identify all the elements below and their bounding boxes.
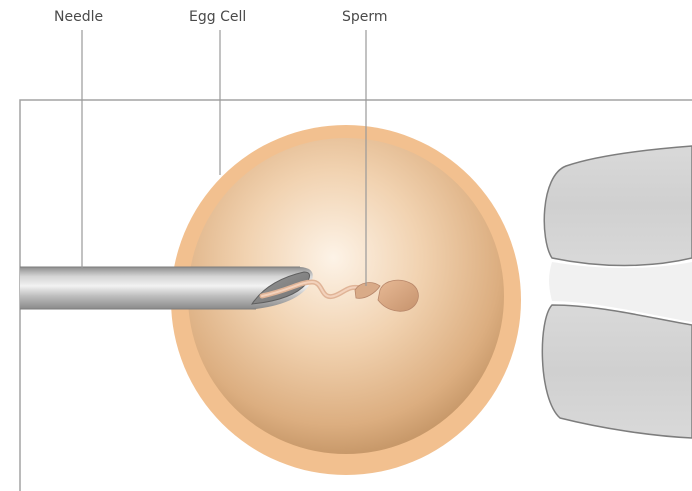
needle-label: Needle: [54, 7, 103, 27]
holding-pipette: [542, 146, 692, 438]
needle: [20, 267, 313, 309]
egg-cell-label: Egg Cell: [189, 7, 246, 27]
sperm-label: Sperm: [342, 7, 388, 27]
